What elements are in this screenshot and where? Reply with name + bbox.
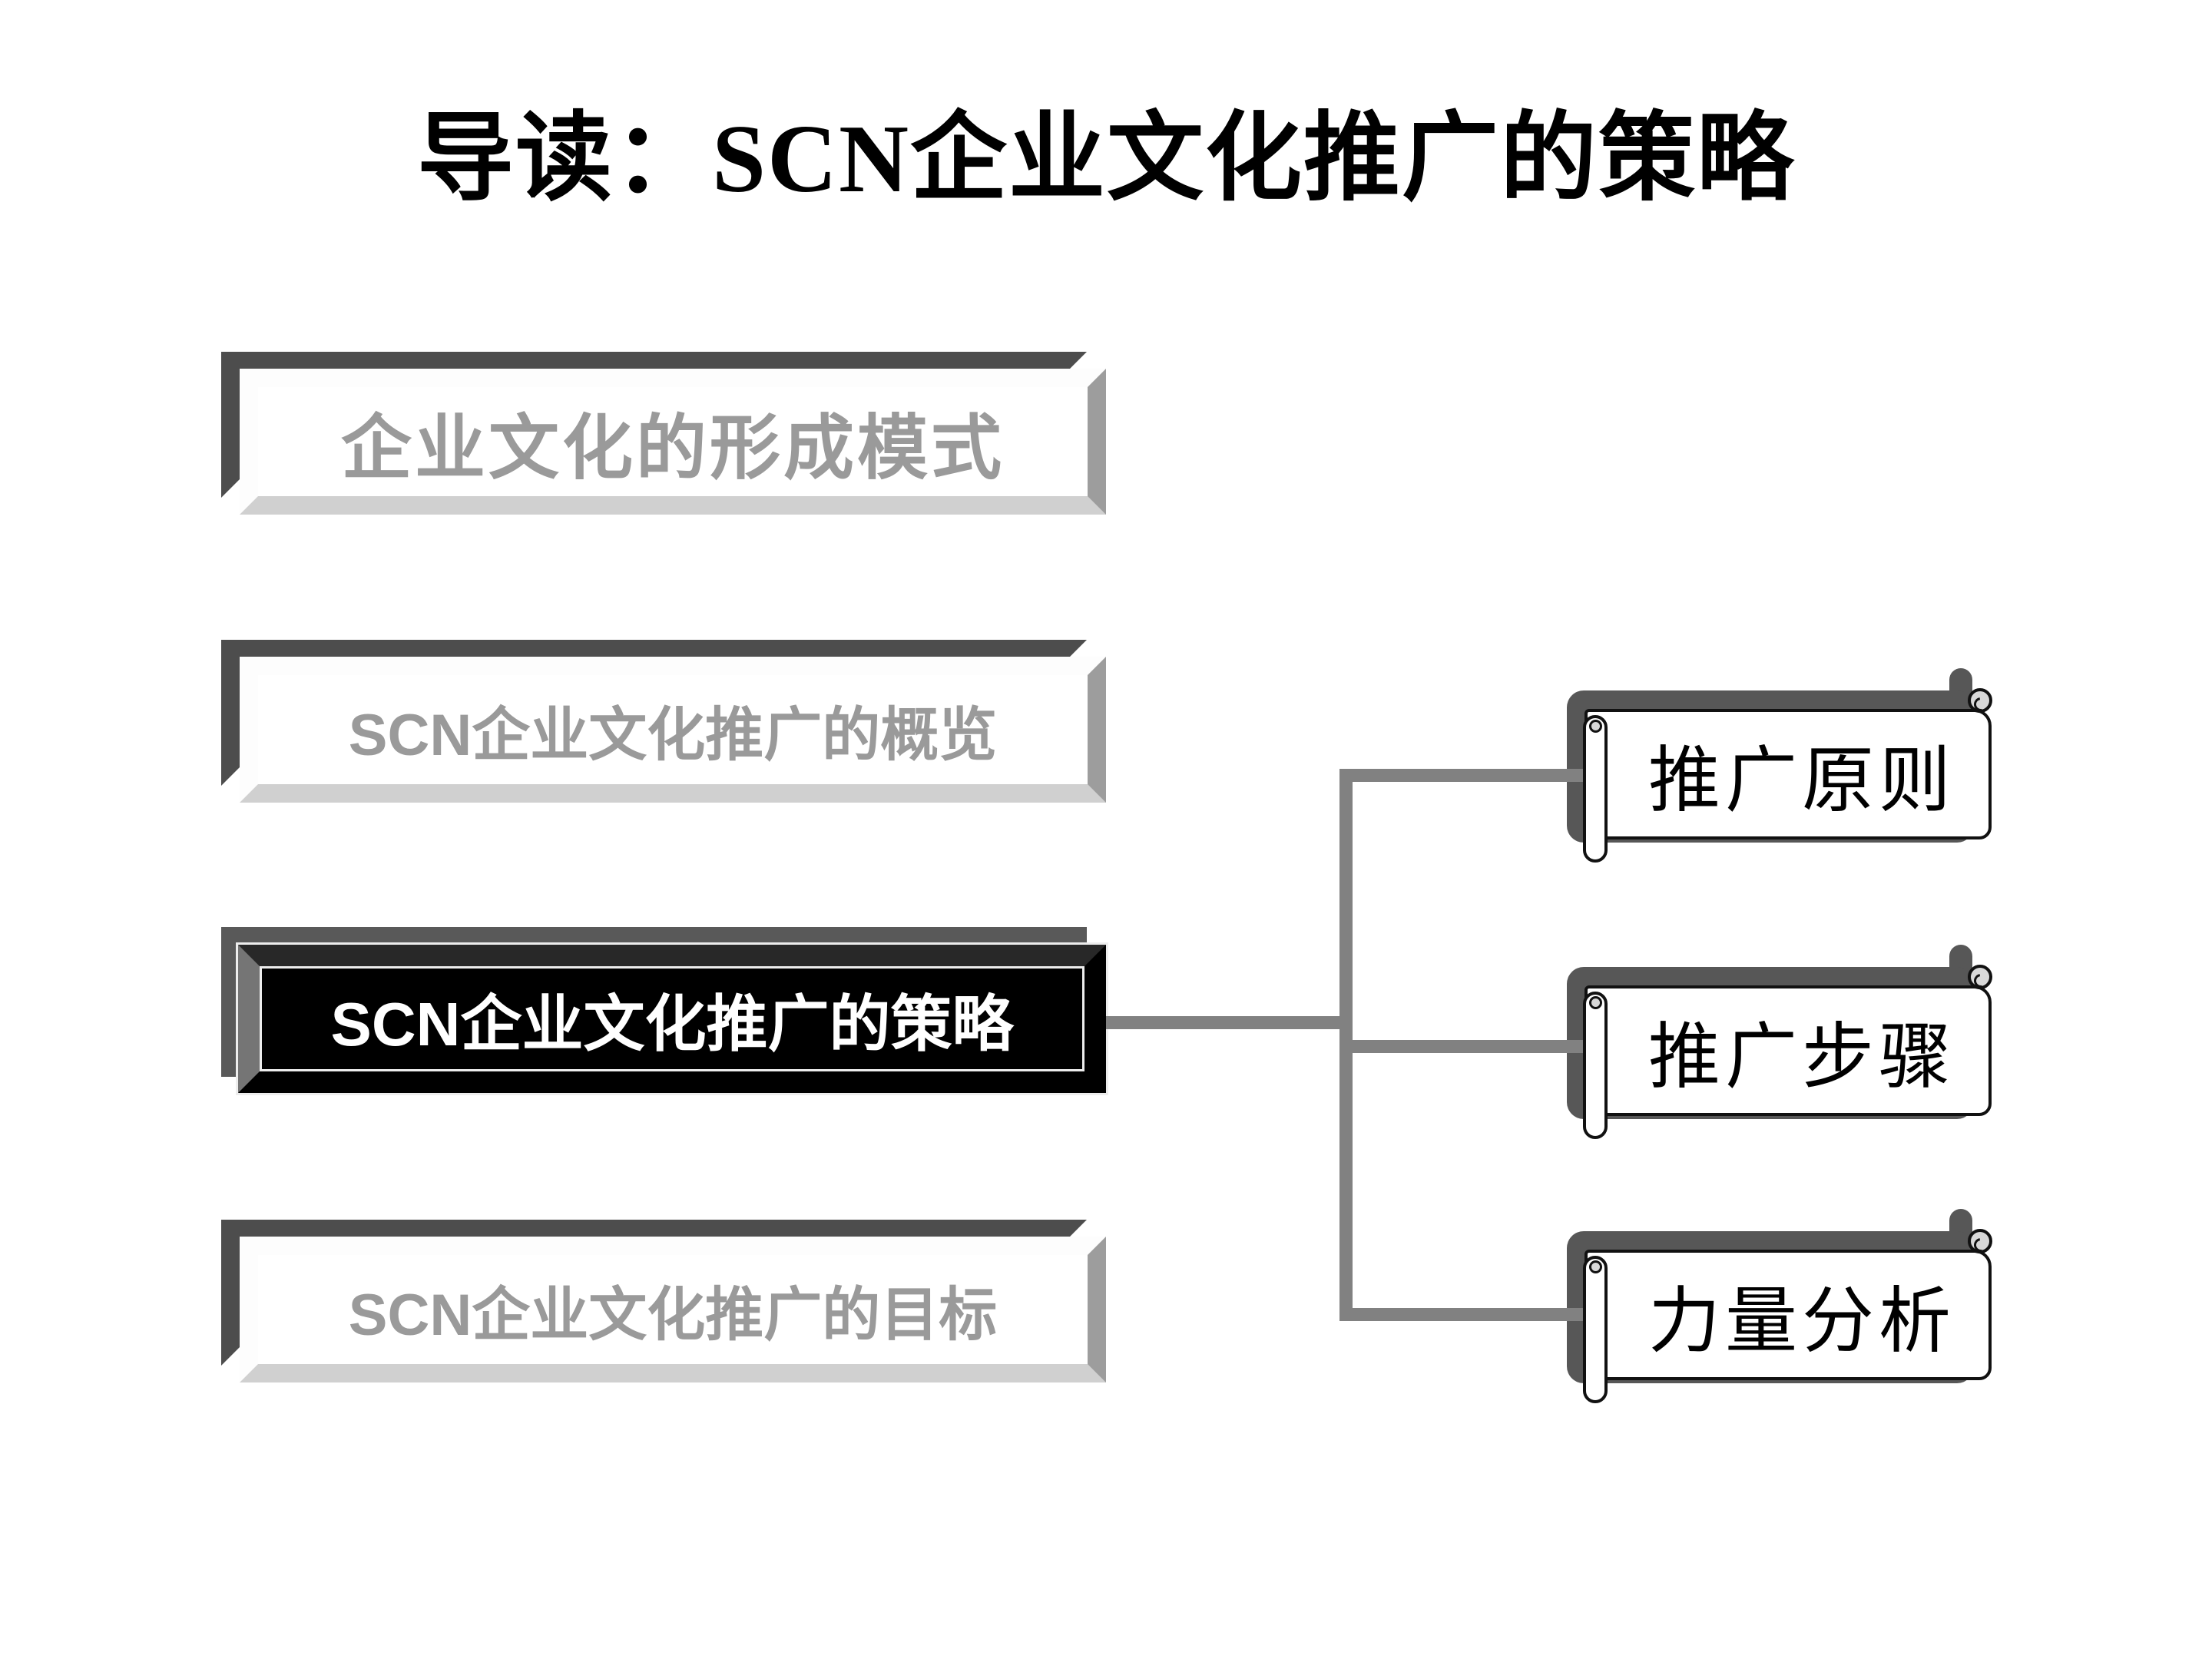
scroll-label: 推广步骤 <box>1647 1018 1955 1098</box>
scroll-roll-curl-icon <box>1589 720 1602 733</box>
scroll-item-promotion-principles: 推广原则 <box>1565 666 1995 869</box>
nav-item-label: SCN企业文化推广的策略 <box>330 989 1014 1058</box>
scroll-roll-icon <box>1583 1256 1608 1403</box>
scroll-item-promotion-steps: 推广步骤 <box>1565 942 1995 1146</box>
scroll-curl-icon <box>1968 688 1992 713</box>
scroll-roll-curl-icon <box>1589 996 1602 1009</box>
scroll-curl-icon <box>1968 965 1992 989</box>
scroll-paper: 推广原则 <box>1584 709 1992 839</box>
scroll-curl-icon <box>1968 1229 1992 1253</box>
box-face: SCN企业文化推广的概览 <box>240 657 1106 803</box>
connector-branch-1 <box>1339 769 1590 782</box>
nav-item-culture-formation-model[interactable]: 企业文化的形成模式 <box>221 352 1108 516</box>
scroll-roll-curl-icon <box>1589 1260 1602 1273</box>
slide-title: 导读：SCN企业文化推广的策略 <box>416 106 1796 213</box>
box-face: SCN企业文化推广的策略 <box>260 966 1084 1071</box>
scroll-label: 推广原则 <box>1647 741 1955 821</box>
nav-item-scn-promotion-overview[interactable]: SCN企业文化推广的概览 <box>221 640 1108 804</box>
connector-branch-3 <box>1339 1308 1590 1321</box>
nav-item-label: SCN企业文化推广的概览 <box>348 703 998 768</box>
nav-item-scn-promotion-goals[interactable]: SCN企业文化推广的目标 <box>221 1220 1108 1384</box>
connector-stem <box>1106 1016 1353 1029</box>
scroll-item-force-analysis: 力量分析 <box>1565 1207 1995 1410</box>
box-face: SCN企业文化推广的目标 <box>240 1237 1106 1382</box>
scroll-roll-icon <box>1583 992 1608 1139</box>
scroll-paper: 力量分析 <box>1584 1250 1992 1380</box>
scroll-label: 力量分析 <box>1647 1282 1955 1362</box>
nav-item-scn-promotion-strategy-active[interactable]: SCN企业文化推广的策略 <box>221 927 1110 1098</box>
scroll-paper: 推广步骤 <box>1584 985 1992 1116</box>
box-3d-bevel: SCN企业文化推广的策略 <box>238 945 1106 1093</box>
connector-branch-2 <box>1339 1040 1590 1053</box>
box-face: 企业文化的形成模式 <box>240 369 1106 515</box>
nav-item-label: 企业文化的形成模式 <box>340 409 1005 488</box>
scroll-roll-icon <box>1583 715 1608 863</box>
nav-item-label: SCN企业文化推广的目标 <box>348 1283 998 1348</box>
